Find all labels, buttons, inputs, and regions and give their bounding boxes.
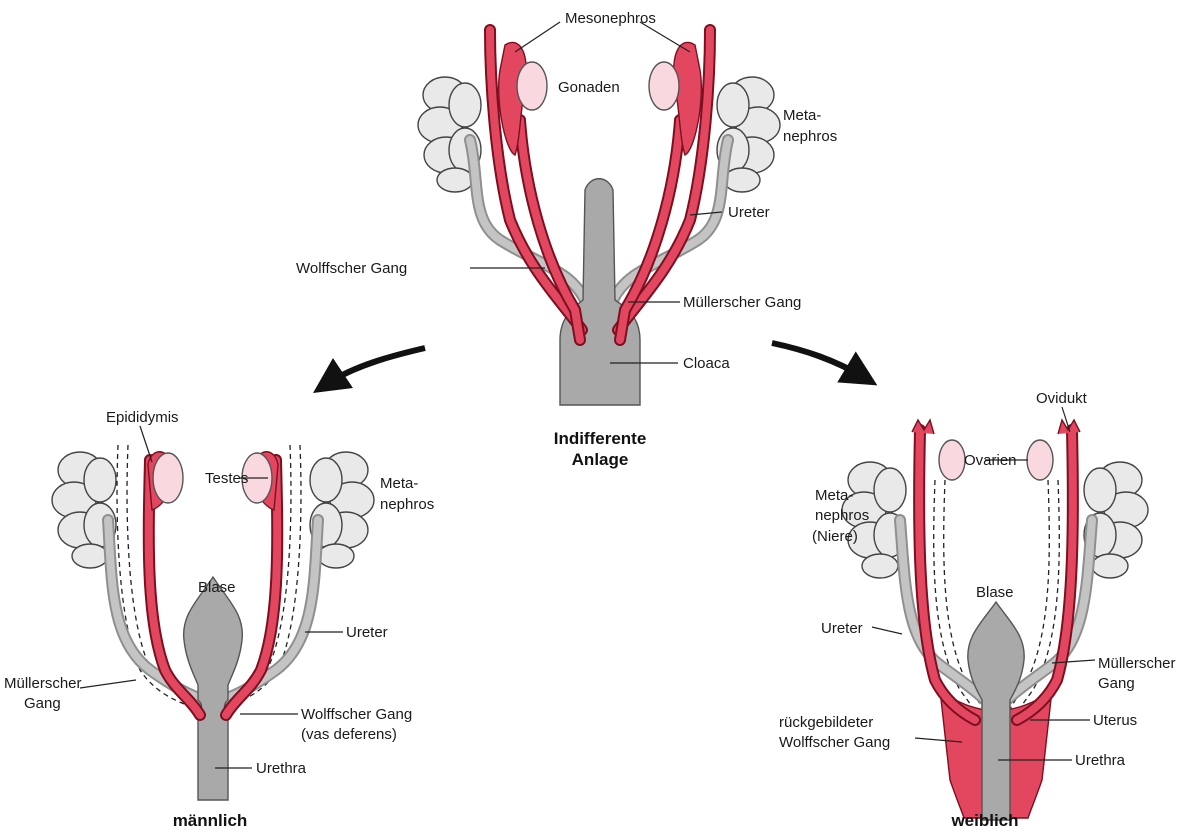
caption-indifferente-2: Anlage <box>572 450 629 469</box>
label-rueckgebildeter-1: rückgebildeter <box>779 714 873 731</box>
gonad-left <box>517 62 547 110</box>
label-metanephros-female-1: Meta- <box>815 487 853 504</box>
label-metanephros-male-2: nephros <box>380 496 434 513</box>
testis-left <box>153 453 183 503</box>
label-wolffscher-gang-top: Wolffscher Gang <box>296 260 407 277</box>
caption-indifferente-1: Indifferente <box>554 429 647 448</box>
label-blase-male: Blase <box>198 579 236 596</box>
label-urethra-female: Urethra <box>1075 752 1126 769</box>
label-muellerscher-female-2: Gang <box>1098 675 1135 692</box>
fimbriae-left <box>912 420 934 434</box>
label-muellerscher-male-1: Müllerscher <box>4 675 82 692</box>
cloaca <box>560 179 640 405</box>
label-metanephros-male-1: Meta- <box>380 475 418 492</box>
caption-maennlich: männlich <box>173 811 248 830</box>
label-metanephros-top-2: nephros <box>783 128 837 145</box>
label-testes: Testes <box>205 470 248 487</box>
label-blase-female: Blase <box>976 584 1014 601</box>
arrow-to-female <box>772 343 865 378</box>
label-mesonephros: Mesonephros <box>565 10 656 27</box>
label-muellerscher-gang-top: Müllerscher Gang <box>683 294 801 311</box>
caption-weiblich: weiblich <box>950 811 1018 830</box>
label-ovarien: Ovarien <box>964 452 1017 469</box>
label-wolffscher-male-1: Wolffscher Gang <box>301 706 412 723</box>
label-urethra-male: Urethra <box>256 760 307 777</box>
label-muellerscher-male-2: Gang <box>24 695 61 712</box>
label-metanephros-female-2: nephros <box>815 507 869 524</box>
gonad-right <box>649 62 679 110</box>
blase-male <box>184 577 243 800</box>
label-ureter-top: Ureter <box>728 204 770 221</box>
label-ureter-male: Ureter <box>346 624 388 641</box>
label-gonaden: Gonaden <box>558 79 620 96</box>
label-ureter-female: Ureter <box>821 620 863 637</box>
label-wolffscher-male-2: (vas deferens) <box>301 726 397 743</box>
ovary-right <box>1027 440 1053 480</box>
arrow-to-male <box>325 348 425 385</box>
label-ovidukt: Ovidukt <box>1036 390 1088 407</box>
male-figure <box>52 445 374 800</box>
label-epididymis: Epididymis <box>106 409 179 426</box>
label-muellerscher-female-1: Müllerscher <box>1098 655 1176 672</box>
label-rueckgebildeter-2: Wolffscher Gang <box>779 734 890 751</box>
label-uterus: Uterus <box>1093 712 1137 729</box>
label-cloaca: Cloaca <box>683 355 730 372</box>
ovary-left <box>939 440 965 480</box>
label-metanephros-top-1: Meta- <box>783 107 821 124</box>
label-metanephros-female-3: (Niere) <box>812 528 858 545</box>
